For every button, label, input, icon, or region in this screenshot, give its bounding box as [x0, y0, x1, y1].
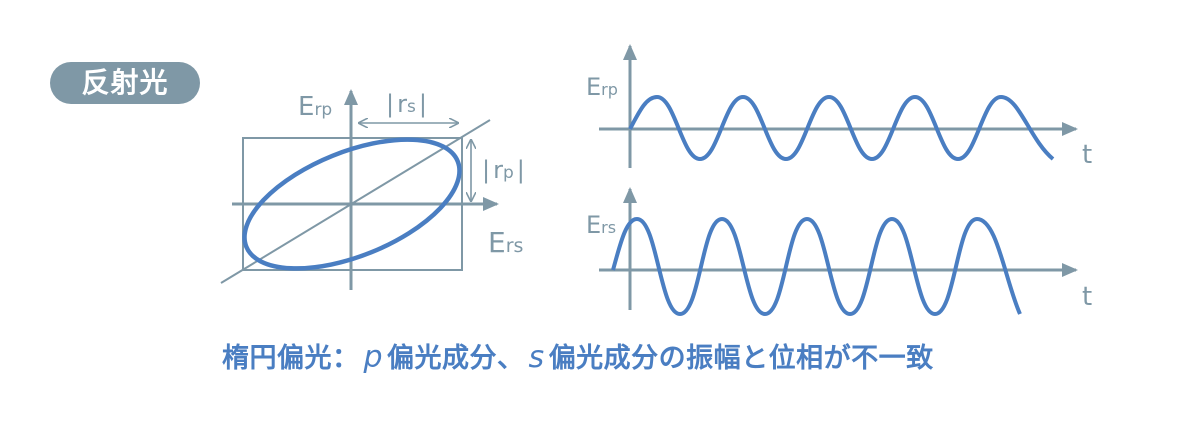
reflected-light-badge: 反射光 — [50, 62, 200, 104]
erp-axis-label: Erp — [298, 92, 332, 122]
erp-sine-wave — [628, 94, 1055, 162]
rp-magnitude-label: |rp| — [482, 156, 525, 184]
erp-wave-plot: Erp t — [586, 44, 1092, 170]
t-label-top: t — [1082, 140, 1092, 170]
rs-magnitude-label: |rs| — [386, 90, 427, 118]
ellipse-plot: Erp Ers |rs| |rp| — [220, 89, 525, 290]
ers-sine-wave — [611, 216, 1022, 317]
polarization-ellipse — [242, 137, 462, 271]
ers-label-bottom: Ers — [586, 211, 616, 239]
erp-label-top: Erp — [586, 73, 618, 101]
ers-wave-plot: Ers t — [586, 187, 1092, 317]
t-label-bottom: t — [1082, 282, 1092, 312]
ers-axis-label: Ers — [488, 226, 523, 259]
